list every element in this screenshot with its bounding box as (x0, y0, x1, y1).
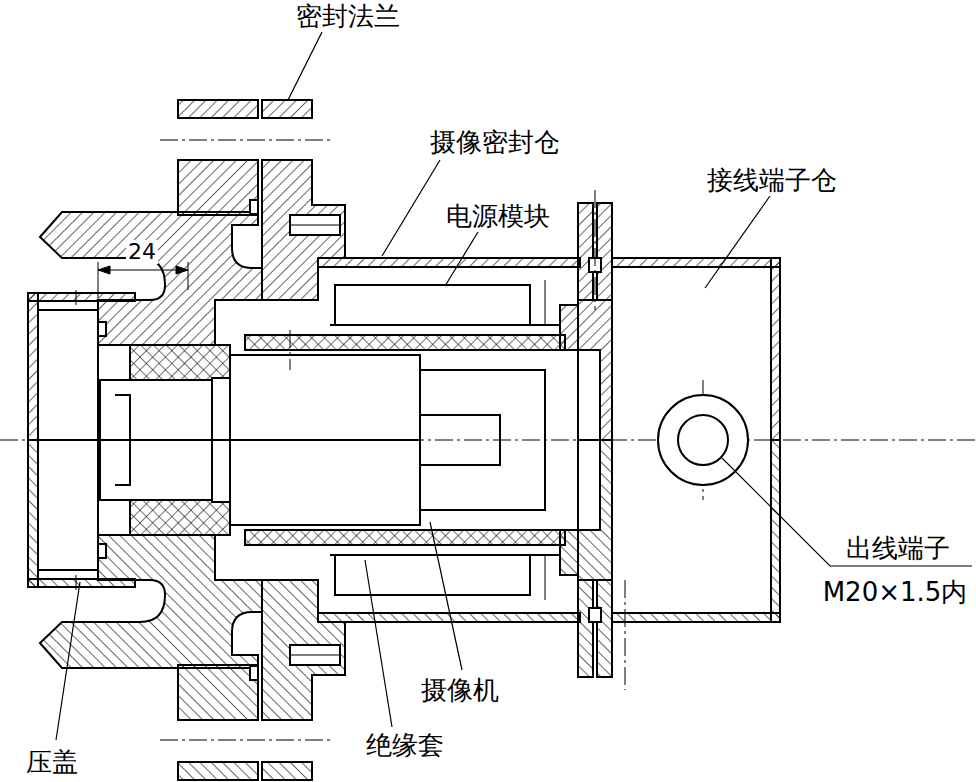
part-label: 摄像机 (419, 676, 501, 705)
part-label: 绝缘套 (364, 731, 446, 760)
part-label: 密封法兰 (294, 2, 402, 31)
part-label: 压盖 (24, 748, 80, 777)
part-label: 接线端子仓 (705, 166, 839, 195)
part-label: 电源模块 (444, 202, 552, 231)
thread-spec: M20×1.5内 (821, 578, 970, 607)
dimension-value: 24 (126, 240, 158, 264)
part-label: 出线端子 (844, 534, 952, 563)
part-label: 摄像密封仓 (428, 128, 562, 157)
